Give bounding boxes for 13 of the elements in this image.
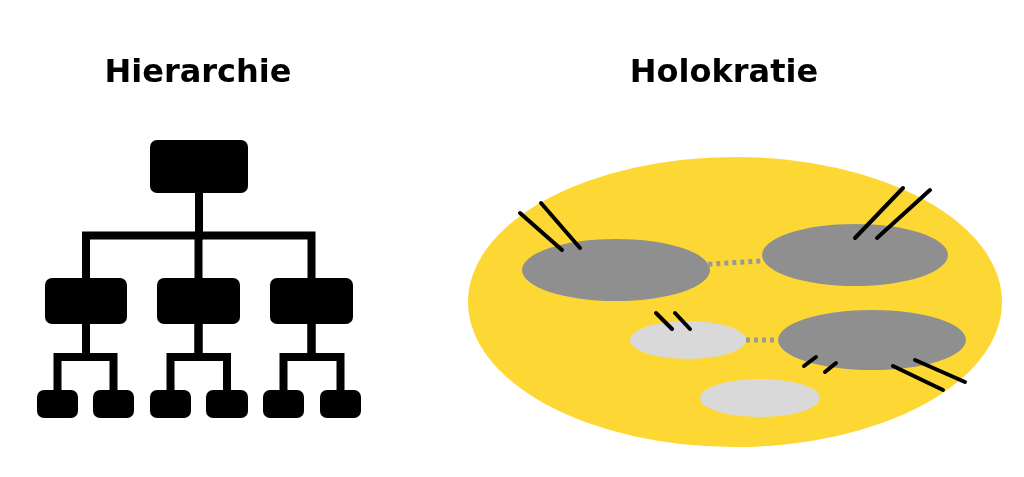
panel-heading: Hierarchie — [104, 52, 292, 90]
org-box — [270, 278, 353, 324]
panel-heading: Holokratie — [629, 52, 819, 90]
tree-connector — [195, 193, 316, 278]
org-box — [93, 390, 134, 418]
org-box — [150, 140, 248, 193]
org-box — [157, 278, 240, 324]
org-box — [263, 390, 304, 418]
org-box — [206, 390, 248, 418]
org-box — [320, 390, 361, 418]
org-box — [45, 278, 127, 324]
org-box — [37, 390, 78, 418]
org-box — [150, 390, 191, 418]
